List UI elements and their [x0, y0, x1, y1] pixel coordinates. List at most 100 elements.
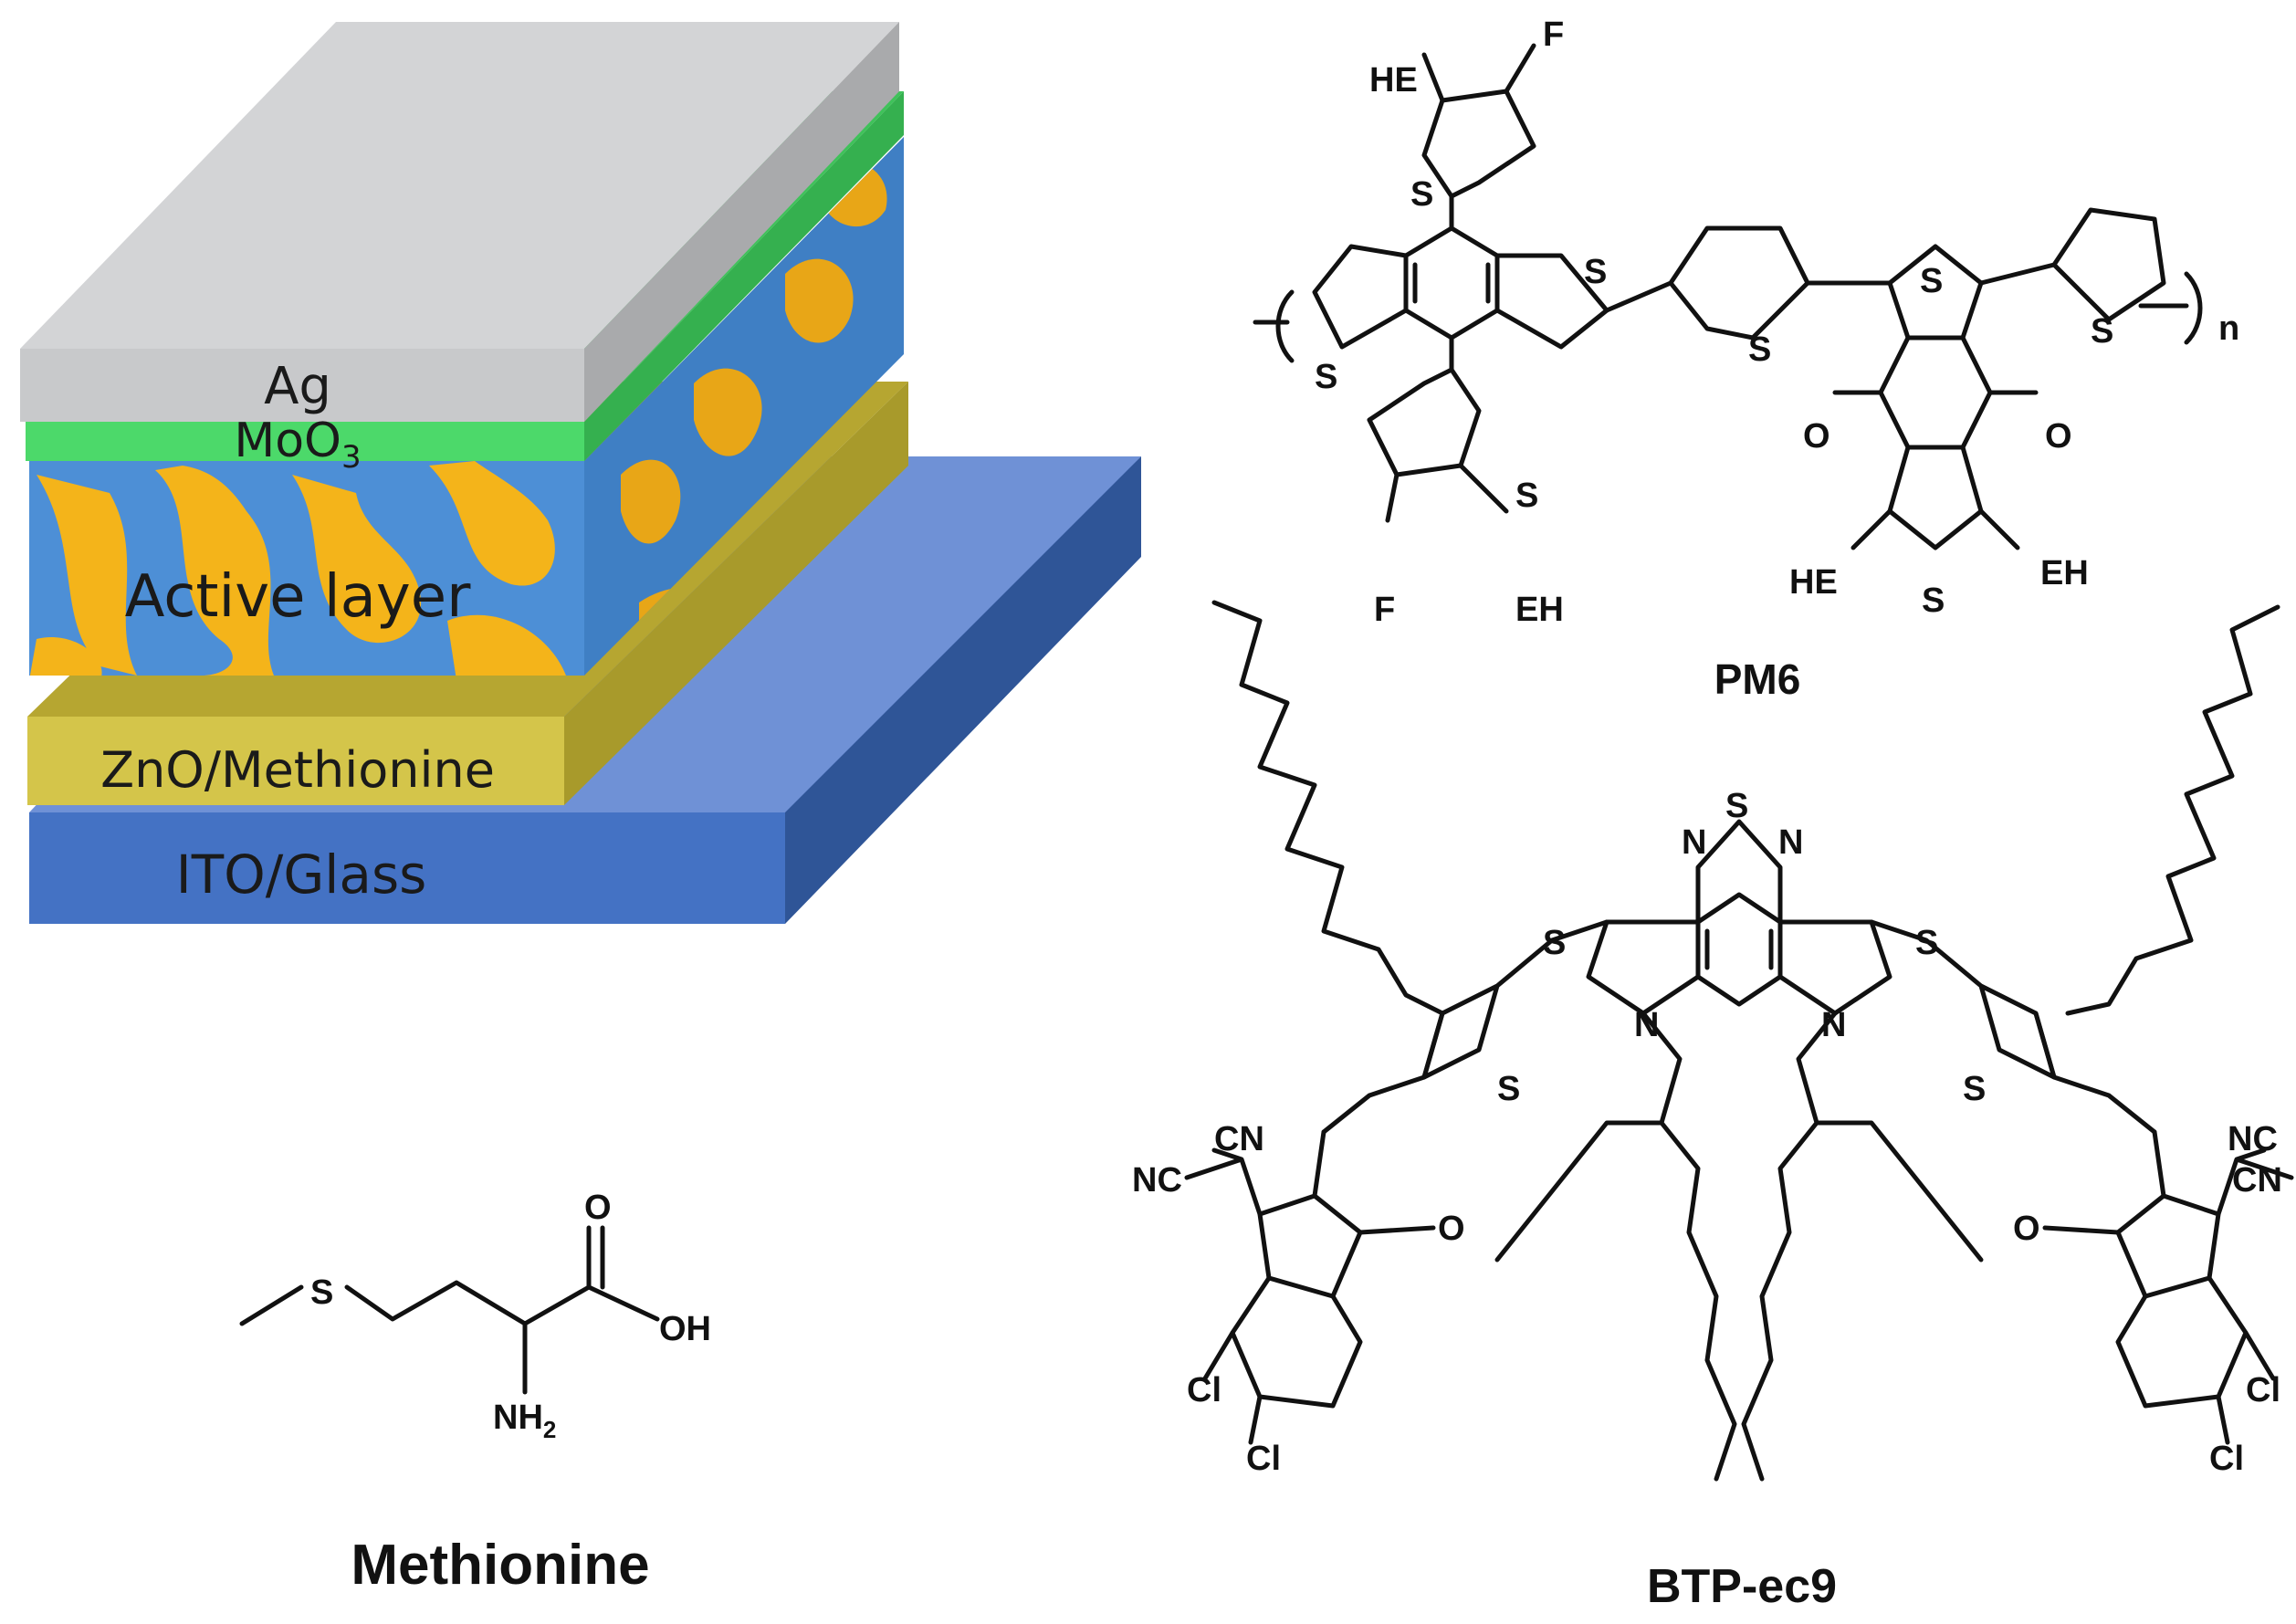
chemical-bond — [1403, 225, 1500, 341]
atom-label: F — [1543, 16, 1564, 54]
atom-label: NC — [1132, 1161, 1182, 1200]
chemical-bond — [1814, 1120, 1984, 1263]
pm6-name: PM6 — [1714, 655, 1801, 703]
atom-label: O — [1438, 1210, 1465, 1248]
methionine-name: Methionine — [351, 1534, 649, 1597]
chemical-bond — [1321, 1011, 1445, 1135]
atom-label: EH — [1515, 591, 1564, 629]
atom-label: CN — [2232, 1161, 2282, 1200]
atom-label: CN — [1214, 1120, 1264, 1158]
chemical-bond — [1358, 1225, 1436, 1235]
chemical-bond — [1421, 43, 1536, 103]
methionine-o-atom: O — [584, 1189, 612, 1227]
atom-label: Cl — [2246, 1371, 2280, 1409]
atom-label: N — [1682, 823, 1706, 862]
atom-label: Cl — [2209, 1440, 2244, 1478]
chemical-bond — [1850, 508, 2020, 550]
chemical-bond — [1741, 1011, 1838, 1482]
atom-label: O — [1803, 417, 1830, 456]
atom-label: S — [1725, 787, 1748, 825]
atom-label: HE — [1369, 61, 1418, 100]
chemical-bond — [1367, 335, 1482, 477]
atom-label: S — [1315, 358, 1337, 396]
chemical-bond — [1494, 1120, 1664, 1263]
atom-label: S — [2091, 312, 2113, 351]
label-moo3-sub: 3 — [341, 439, 362, 476]
chemical-bond — [1586, 919, 1701, 1016]
atom-label: S — [1922, 581, 1945, 620]
atom-label: EH — [2040, 554, 2089, 592]
chemical-bond — [1275, 289, 1295, 363]
chemical-bond — [1777, 919, 1892, 1016]
atom-label: HE — [1789, 563, 1838, 602]
label-moo3: MoO3 — [234, 414, 361, 476]
methionine-structure: S O OH NH2 Methionine — [239, 1189, 711, 1597]
chemical-bond — [344, 1280, 592, 1326]
label-ag: Ag — [264, 357, 331, 416]
chemical-bond — [1421, 919, 1609, 1080]
atom-label: Cl — [1246, 1440, 1281, 1478]
chemical-bond — [1695, 819, 1783, 925]
chemical-bond — [2115, 1275, 2249, 1409]
label-ito-glass: ITO/Glass — [176, 843, 427, 906]
pm6-structure: HE F S S S S F EH S S O O HE S EH S n PM… — [1253, 16, 2239, 703]
chemical-bond — [1641, 1011, 1737, 1482]
atom-label: S — [1963, 1070, 1986, 1108]
atom-label: NC — [2228, 1120, 2278, 1158]
atom-label: F — [1374, 591, 1395, 629]
atom-label: Cl — [1187, 1371, 1221, 1409]
chemical-bond — [1869, 919, 2057, 1080]
atom-label: N — [1634, 1006, 1659, 1044]
chemical-bond — [2216, 1147, 2294, 1217]
chemical-bond — [1257, 1129, 1363, 1299]
chemical-bond — [1878, 335, 1993, 450]
btp-ec9-structure: S N N S S S S N N CN NC O Cl Cl NC CN O … — [1132, 600, 2294, 1613]
methionine-oh-group: OH — [659, 1310, 711, 1348]
atom-label: O — [2045, 417, 2072, 456]
chemical-bond — [1695, 892, 1783, 1007]
chemical-bond — [1978, 207, 2166, 322]
chemical-bond — [1230, 1275, 1363, 1409]
chemical-bond — [586, 1225, 605, 1290]
atom-label: S — [1410, 175, 1433, 214]
chemical-bond — [2115, 1129, 2221, 1299]
atom-label: n — [2218, 309, 2239, 348]
atom-label: S — [1515, 477, 1538, 515]
btp-ec9-name: BTP-ec9 — [1647, 1560, 1837, 1613]
chemical-bond — [1202, 1330, 1263, 1445]
chemical-bond — [2033, 1011, 2157, 1135]
label-moo3-main: MoO — [234, 414, 341, 468]
atom-label: N — [1821, 1006, 1846, 1044]
layer-ag — [20, 22, 899, 422]
chemical-bond — [239, 1284, 304, 1326]
atom-label: S — [1920, 262, 1943, 300]
atom-label: O — [2013, 1210, 2040, 1248]
methionine-nh2-group: NH2 — [493, 1399, 556, 1443]
methionine-s-atom: S — [310, 1273, 333, 1312]
chemical-bond — [586, 1284, 660, 1322]
chemical-bond — [1312, 244, 1409, 350]
chemical-bond — [1184, 1147, 1263, 1217]
atom-label: N — [1778, 823, 1803, 862]
device-stack-diagram: Ag MoO3 Active layer ZnO/Methionine ITO/… — [20, 22, 1141, 924]
label-active-layer: Active layer — [125, 563, 472, 631]
atom-label: S — [1915, 924, 1938, 962]
chemical-bond — [2065, 604, 2280, 1016]
chemical-bond — [1211, 600, 1445, 1016]
atom-label: S — [1543, 924, 1566, 962]
chemical-bond — [1421, 89, 1536, 231]
chemical-bond — [1704, 928, 1774, 970]
label-zno-methionine: ZnO/Methionine — [100, 741, 495, 799]
atom-label: S — [1748, 330, 1771, 369]
layer-active — [29, 137, 904, 676]
atom-label: S — [1497, 1070, 1520, 1108]
chemical-bond — [2216, 1330, 2276, 1445]
chemical-bond — [1805, 244, 1984, 341]
chemical-bond — [1604, 225, 1810, 341]
chemical-bond — [1412, 262, 1491, 304]
atom-label: S — [1584, 253, 1607, 291]
chemical-bond — [1385, 463, 1509, 523]
chemical-bond — [2042, 1225, 2121, 1235]
chemical-bond — [1887, 445, 1984, 550]
